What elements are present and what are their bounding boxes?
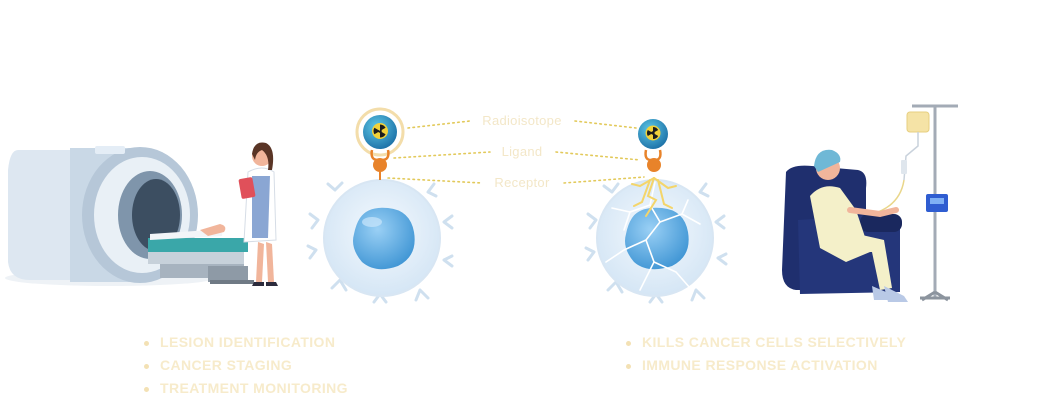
radiation-trefoil-icon (372, 123, 388, 139)
list-item: KILLS CANCER CELLS SELECTIVELY (624, 331, 906, 354)
patient-on-bed (150, 224, 226, 240)
list-item: CANCER STAGING (142, 354, 348, 377)
seated-patient (810, 149, 908, 302)
list-item-text: CANCER STAGING (160, 357, 293, 373)
list-item-text: KILLS CANCER CELLS SELECTIVELY (642, 334, 907, 350)
list-item-text: TREATMENT MONITORING (160, 380, 348, 396)
radioisotope-label: Radioisotope (482, 113, 562, 128)
cell-damage-cracks (605, 181, 701, 291)
bullet-icon (626, 364, 631, 369)
cancer-cell-receptors (584, 182, 728, 304)
diagnosis-benefits-list: LESION IDENTIFICATION CANCER STAGING TRE… (142, 331, 348, 400)
radiation-trefoil-icon (645, 125, 661, 141)
radiation-burst (631, 177, 677, 217)
list-item: IMMUNE RESPONSE ACTIVATION (624, 354, 906, 377)
cancer-cell-nucleus (625, 207, 689, 270)
mri-scanner (5, 146, 215, 286)
list-item-text: IMMUNE RESPONSE ACTIVATION (642, 357, 878, 373)
ligand-label: Ligand (502, 144, 543, 159)
doctor-figure (238, 142, 278, 286)
label-connectors (387, 120, 645, 184)
list-item: TREATMENT MONITORING (142, 377, 348, 400)
list-item: LESION IDENTIFICATION (142, 331, 348, 354)
radioligand-diagnostic (355, 107, 405, 180)
bullet-icon (144, 341, 149, 346)
scanner-bed (148, 238, 254, 284)
cell-nucleus (353, 207, 415, 270)
receptor-label: Receptor (494, 175, 550, 190)
bullet-icon (144, 387, 149, 392)
iv-stand (871, 104, 958, 302)
bullet-icon (144, 364, 149, 369)
therapy-benefits-list: KILLS CANCER CELLS SELECTIVELY IMMUNE RE… (624, 331, 906, 377)
list-item-text: LESION IDENTIFICATION (160, 334, 336, 350)
bullet-icon (626, 341, 631, 346)
